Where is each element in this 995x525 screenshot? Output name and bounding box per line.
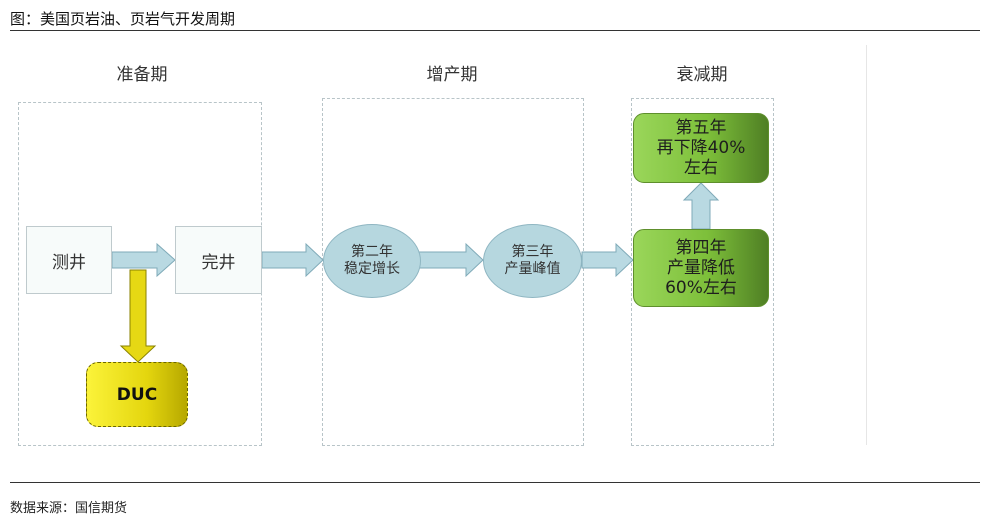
arrow-year2-to-year3 (418, 242, 484, 278)
arrow-year4-to-year5 (682, 182, 720, 230)
node-year4-line2: 产量降低 (667, 258, 735, 278)
bottom-rule (10, 482, 980, 483)
node-year3-line1: 第三年 (511, 244, 554, 260)
node-year5-line1: 第五年 (675, 118, 727, 138)
arrow-logging-to-completion (111, 242, 176, 278)
node-year2-line1: 第二年 (351, 244, 393, 260)
figure-source: 数据来源：国信期货 (10, 501, 128, 516)
node-year4: 第四年 产量降低 60%左右 (633, 229, 769, 307)
node-year3-line2: 产量峰值 (504, 261, 561, 277)
node-completion: 完井 (175, 226, 262, 294)
phase-title-decline: 衰减期 (676, 65, 728, 85)
node-year5-line3: 左右 (684, 158, 718, 178)
node-duc: DUC (86, 362, 188, 427)
phase-title-prep: 准备期 (116, 65, 168, 85)
arrow-logging-to-duc (119, 269, 157, 363)
node-year4-line1: 第四年 (675, 238, 727, 258)
node-year2: 第二年 稳定增长 (323, 224, 421, 298)
node-logging: 测井 (26, 226, 112, 294)
figure-title: 图：美国页岩油、页岩气开发周期 (10, 10, 236, 28)
node-year5: 第五年 再下降40% 左右 (633, 113, 769, 183)
canvas-edge (866, 45, 867, 445)
arrow-completion-to-year2 (261, 242, 324, 278)
node-year4-line3: 60%左右 (665, 278, 737, 298)
arrow-year3-to-year4 (581, 242, 634, 278)
top-rule (10, 30, 980, 31)
node-year3: 第三年 产量峰值 (483, 224, 582, 298)
node-year5-line2: 再下降40% (656, 138, 746, 158)
phase-title-growth: 增产期 (426, 65, 478, 85)
node-year2-line2: 稳定增长 (344, 261, 400, 277)
